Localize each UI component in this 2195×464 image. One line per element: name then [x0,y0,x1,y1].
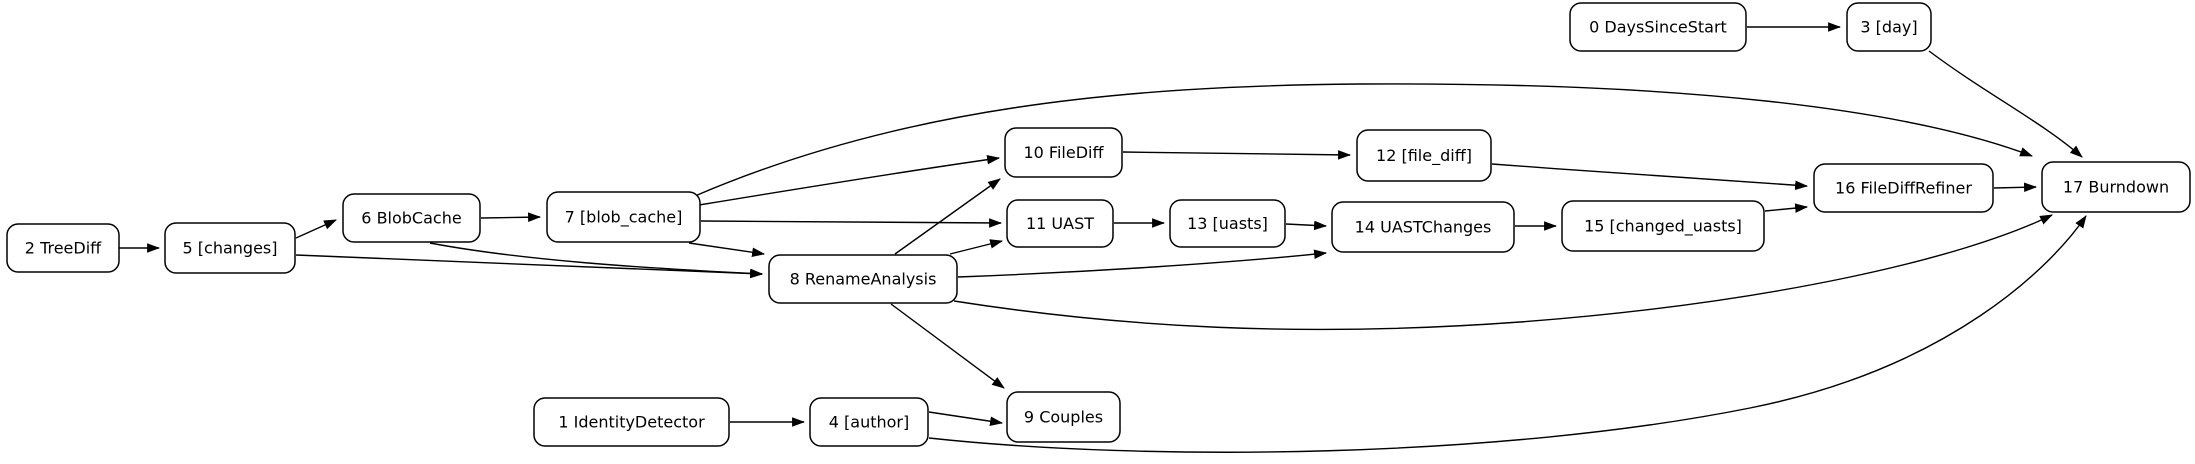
edge-3-to-17 [1928,50,2083,158]
nodes-layer: 0 DaysSinceStart 1 IdentityDetector 2 Tree… [6,2,2191,447]
node-label-7-blob-cache: 7 [blob_cache] [565,208,683,228]
edge-8-to-9 [890,303,1005,389]
node-17-burndown: 17 Burndown [2041,161,2191,213]
node-box-2-treediff [6,223,120,273]
node-5-changes: 5 [changes] [164,222,296,274]
node-box-16-filediffrefiner [1813,163,1994,213]
edge-8-to-11 [949,239,1004,255]
node-14-uastchanges: 14 UASTChanges [1331,201,1515,253]
node-box-0-dayssincestart [1569,2,1747,52]
node-label-11-uast: 11 UAST [1026,214,1094,233]
edge-8-to-10 [894,178,1001,255]
node-11-uast: 11 UAST [1006,199,1114,248]
edges-layer [119,22,2087,453]
node-label-8-renameanalysis: 8 RenameAnalysis [790,270,937,289]
node-box-17-burndown [2041,161,2191,213]
node-label-1-identitydetector: 1 IdentityDetector [558,413,705,432]
edge-16-to-17 [1993,182,2038,193]
node-label-12-file-diff: 12 [file_diff] [1376,146,1472,166]
edge-7-to-17 [694,83,2034,197]
edge-8-to-14 [957,249,1328,278]
node-15-changed-uasts: 15 [changed_uasts] [1561,200,1765,252]
edge-7-to-8 [688,242,766,257]
node-2-treediff: 2 TreeDiff [6,223,120,273]
node-1-identitydetector: 1 IdentityDetector [533,397,730,447]
node-3-day: 3 [day] [1846,2,1932,52]
node-9-couples: 9 Couples [1006,391,1121,443]
node-box-7-blob-cache [546,191,701,243]
edge-8-to-17 [953,214,2053,331]
node-16-filediffrefiner: 16 FileDiffRefiner [1813,163,1994,213]
node-label-0-dayssincestart: 0 DaysSinceStart [1589,18,1727,37]
edge-5-to-6 [295,219,337,239]
node-label-3-day: 3 [day] [1860,18,1917,37]
edge-6-to-7 [480,212,542,222]
node-label-13-uasts: 13 [uasts] [1187,214,1268,233]
node-0-dayssincestart: 0 DaysSinceStart [1569,2,1747,52]
edge-5-to-8 [295,254,764,279]
edge-7-to-10 [698,154,1001,206]
edge-15-to-16 [1764,203,1809,213]
node-label-16-filediffrefiner: 16 FileDiffRefiner [1835,179,1972,198]
edge-6-to-8 [429,242,764,279]
node-box-4-author [809,397,929,447]
node-box-12-file-diff [1356,129,1492,182]
edge-4-to-17 [928,215,2087,453]
node-box-11-uast [1006,199,1114,248]
node-label-17-burndown: 17 Burndown [2063,178,2169,197]
node-12-file-diff: 12 [file_diff] [1356,129,1492,182]
node-label-15-changed-uasts: 15 [changed_uasts] [1584,217,1742,237]
node-8-renameanalysis: 8 RenameAnalysis [768,254,958,304]
node-box-14-uastchanges [1331,201,1515,253]
node-4-author: 4 [author] [809,397,929,447]
edge-7-to-11 [700,218,1003,228]
node-label-6-blobcache: 6 BlobCache [361,209,461,228]
node-13-uasts: 13 [uasts] [1169,199,1286,248]
edge-12-to-16 [1491,163,1809,191]
node-label-14-uastchanges: 14 UASTChanges [1355,218,1492,237]
node-box-8-renameanalysis [768,254,958,304]
node-label-2-treediff: 2 TreeDiff [25,239,102,258]
node-10-filediff: 10 FileDiff [1004,127,1123,178]
node-label-10-filediff: 10 FileDiff [1023,143,1104,162]
edge-13-to-14 [1285,220,1328,231]
edge-10-to-12 [1122,150,1352,160]
node-box-1-identitydetector [533,397,730,447]
node-label-4-author: 4 [author] [829,413,909,432]
node-box-6-blobcache [342,193,481,243]
node-box-5-changes [164,222,296,274]
node-box-13-uasts [1169,199,1286,248]
node-box-10-filediff [1004,127,1123,178]
edge-4-to-9 [928,411,1004,426]
node-label-9-couples: 9 Couples [1024,408,1103,427]
node-7-blob-cache: 7 [blob_cache] [546,191,701,243]
node-box-3-day [1846,2,1932,52]
node-box-15-changed-uasts [1561,200,1765,252]
node-6-blobcache: 6 BlobCache [342,193,481,243]
node-label-5-changes: 5 [changes] [183,239,278,258]
node-box-9-couples [1006,391,1121,443]
